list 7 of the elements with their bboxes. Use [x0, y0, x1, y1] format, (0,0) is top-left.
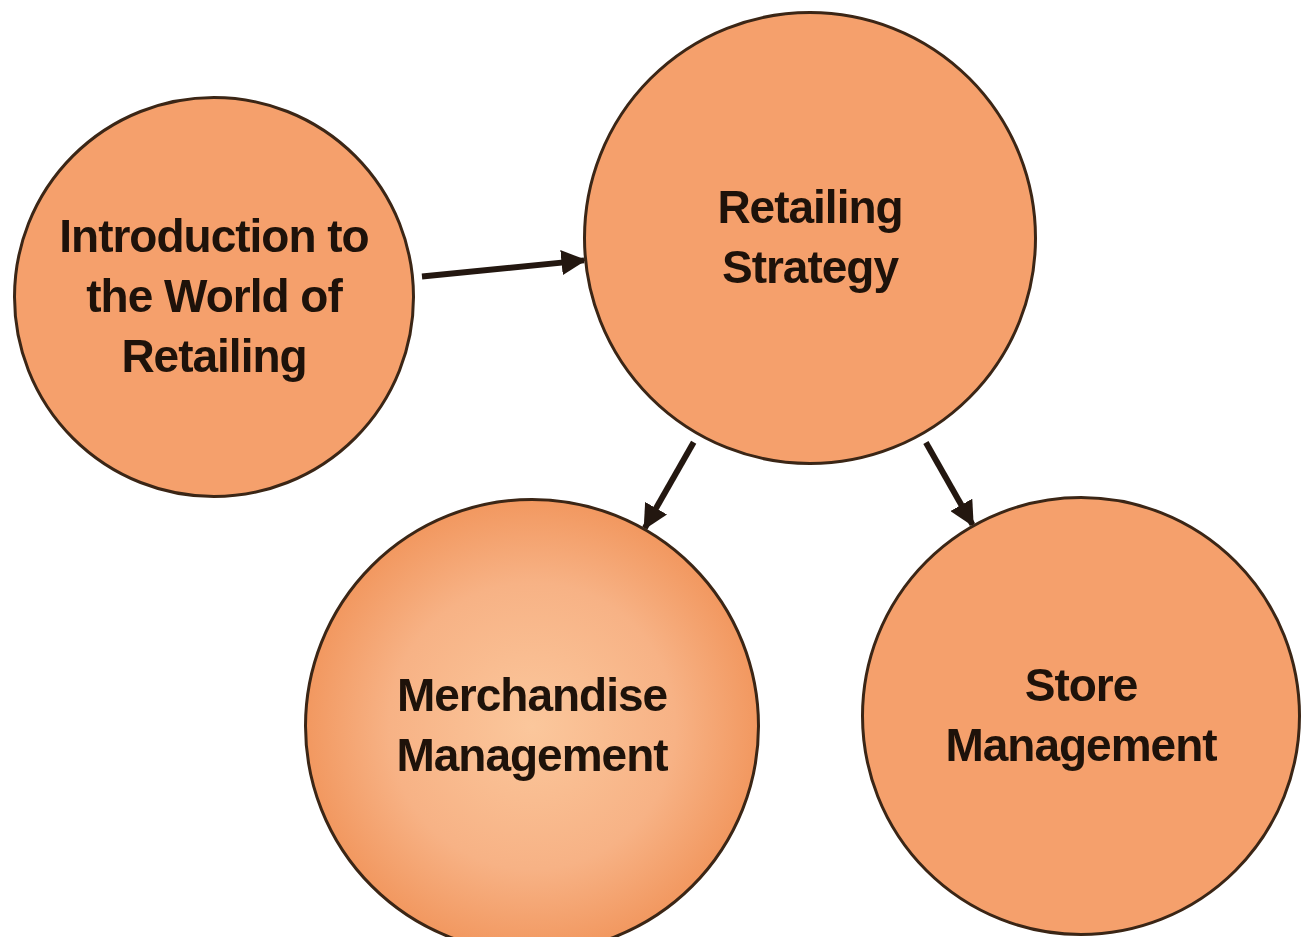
- topic-label: Store Management: [944, 658, 1218, 773]
- arrow: [923, 440, 976, 527]
- arrow: [642, 440, 697, 531]
- arrow: [421, 250, 587, 280]
- topic-label: Merchandise Management: [395, 668, 669, 783]
- topic-label: Introduction to the World of Retailing: [58, 209, 370, 384]
- topic-label: Retailing Strategy: [716, 180, 904, 295]
